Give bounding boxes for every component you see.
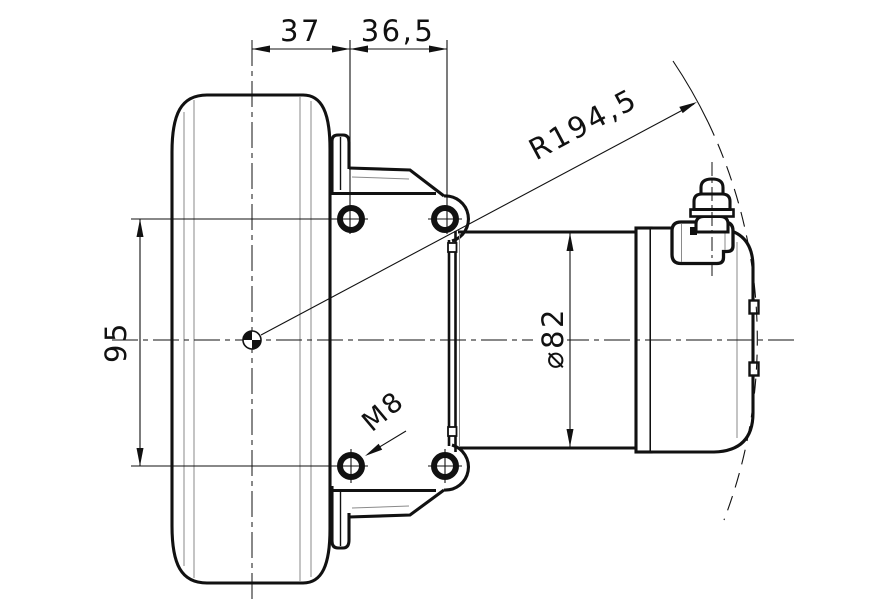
stud-cap-nut: [699, 177, 725, 196]
bracket-bottom-flange: [348, 488, 445, 519]
dim-motor-diameter: ⌀82: [533, 233, 574, 447]
centerlines: [112, 40, 794, 604]
dim-hub-offset: 37: [252, 14, 448, 234]
brush-cap-bottom: [748, 361, 760, 377]
arrowhead: [350, 45, 368, 53]
arrowhead: [566, 233, 574, 251]
dim-36-5-label: 36,5: [361, 14, 436, 48]
dim-diameter-label: ⌀82: [536, 307, 570, 369]
radius-arc-solid: [672, 60, 709, 123]
mount-hole-top-right: [428, 205, 462, 233]
arrowhead: [136, 448, 144, 466]
radius-leader-line: [260, 103, 695, 336]
arrowhead: [429, 45, 447, 53]
thread-label: M8: [356, 385, 411, 438]
wheel-center-mark: [242, 330, 262, 350]
radius-arc-dashed: [707, 121, 758, 521]
mounting-bracket: [331, 166, 470, 519]
mount-hole-bottom-right: [428, 449, 462, 483]
dim-hole-spacing: 95: [99, 218, 352, 467]
dim-radius-label: R194,5: [523, 81, 643, 166]
bracket-top-flange: [348, 166, 445, 198]
arrowhead: [679, 102, 697, 114]
arrowhead: [252, 45, 270, 53]
mount-holes: [334, 205, 462, 483]
arrowhead: [332, 45, 350, 53]
bracket-top-flange-inner: [351, 176, 410, 180]
dim-flange-offset: 36,5: [350, 14, 447, 53]
flange-notch-top: [447, 242, 458, 253]
dim-thread-callout: M8: [356, 385, 411, 456]
arrowhead: [365, 443, 383, 456]
bracket-bottom-flange-inner: [351, 505, 410, 509]
dim-95-label: 95: [99, 321, 133, 363]
center-mark-quadrant: [243, 331, 252, 340]
dim-37-label: 37: [280, 14, 322, 48]
center-mark-quadrant: [252, 340, 261, 349]
arrowhead: [566, 429, 574, 447]
flange-notch-bottom: [447, 426, 458, 437]
terminal-assembly: [670, 177, 735, 266]
terminal-contact-mark: [690, 227, 697, 235]
brush-cap-top: [748, 299, 760, 315]
label-mask: [533, 290, 567, 388]
arrowhead: [136, 219, 144, 237]
